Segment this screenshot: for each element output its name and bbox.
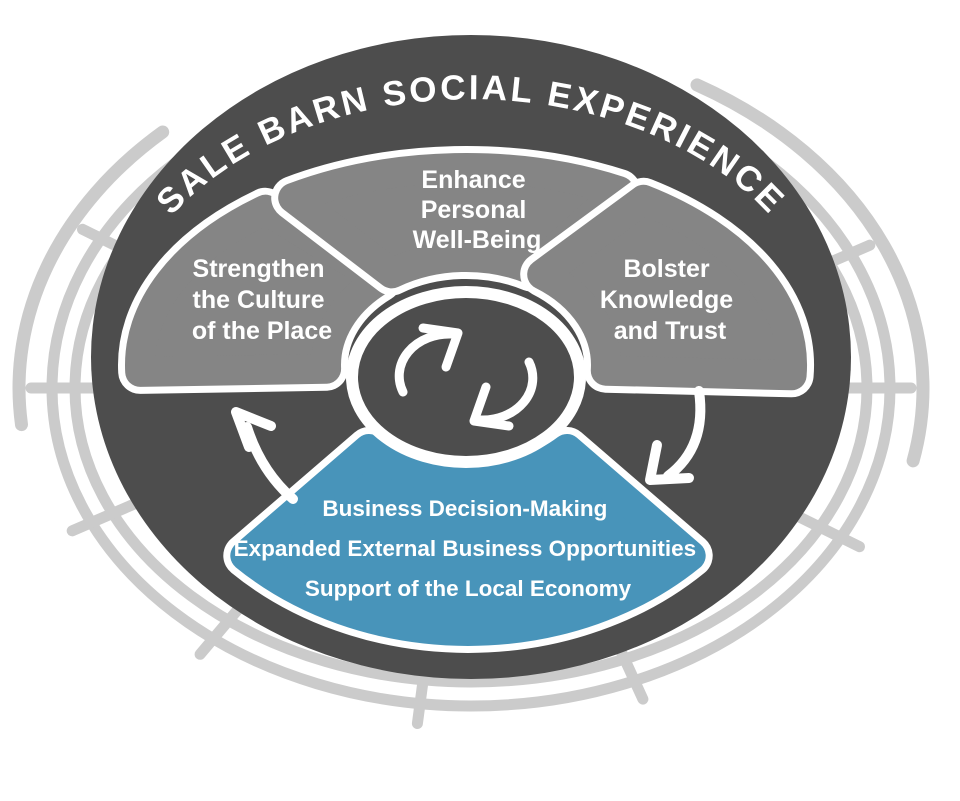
top-wedge-line-1: Enhance — [421, 166, 525, 194]
top-wedge-label: Enhance Personal Well-Being — [413, 166, 542, 254]
left-wedge-line-3: of the Place — [192, 317, 332, 345]
orbit-tick — [66, 498, 140, 537]
top-wedge — [278, 153, 634, 289]
outcomes-wedge — [230, 434, 706, 646]
orbit-tick — [794, 511, 865, 553]
curved-arrow-up-left-icon — [231, 407, 298, 504]
left-wedge-line-2: the Culture — [193, 286, 325, 314]
right-wedge-label: Bolster Knowledge and Trust — [600, 255, 740, 345]
cycle-arrow-bottom-curve — [476, 357, 538, 425]
outcomes-line-1: Business Decision-Making — [322, 496, 607, 521]
left-wedge-line-1: Strengthen — [193, 255, 325, 283]
cycle-arrow-top-curve — [394, 329, 456, 397]
right-wedge-line-2: Knowledge — [600, 286, 733, 314]
top-wedge-line-3: Well-Being — [413, 226, 542, 254]
cycle-arrows-icon — [394, 323, 538, 431]
left-wedge — [125, 194, 395, 387]
right-wedge-line-3: and Trust — [614, 317, 727, 345]
cycle-arrow-top-head — [418, 323, 463, 372]
wedge-segments — [118, 146, 815, 653]
right-flow-arrow-head — [645, 440, 694, 485]
outer-orbit-arc — [690, 78, 930, 468]
outcomes-label: Business Decision-Making Expanded Extern… — [234, 496, 703, 601]
center-hub — [346, 286, 586, 468]
orbit-tick — [194, 599, 248, 660]
outcomes-line-3: Support of the Local Economy — [305, 576, 632, 601]
cycle-arrow-bottom-head — [469, 382, 514, 431]
outer-orbit-arc — [12, 125, 170, 432]
left-wedge-label: Strengthen the Culture of the Place — [192, 255, 332, 345]
left-flow-arrow-head — [231, 407, 276, 452]
right-wedge — [527, 184, 808, 391]
curved-arrow-down-left-icon — [645, 386, 706, 485]
right-flow-arrow-curve — [663, 386, 706, 481]
right-wedge-line-1: Bolster — [623, 255, 709, 283]
outcomes-line-2: Expanded External Business Opportunities — [234, 536, 697, 561]
top-wedge-line-2: Personal — [421, 196, 527, 224]
